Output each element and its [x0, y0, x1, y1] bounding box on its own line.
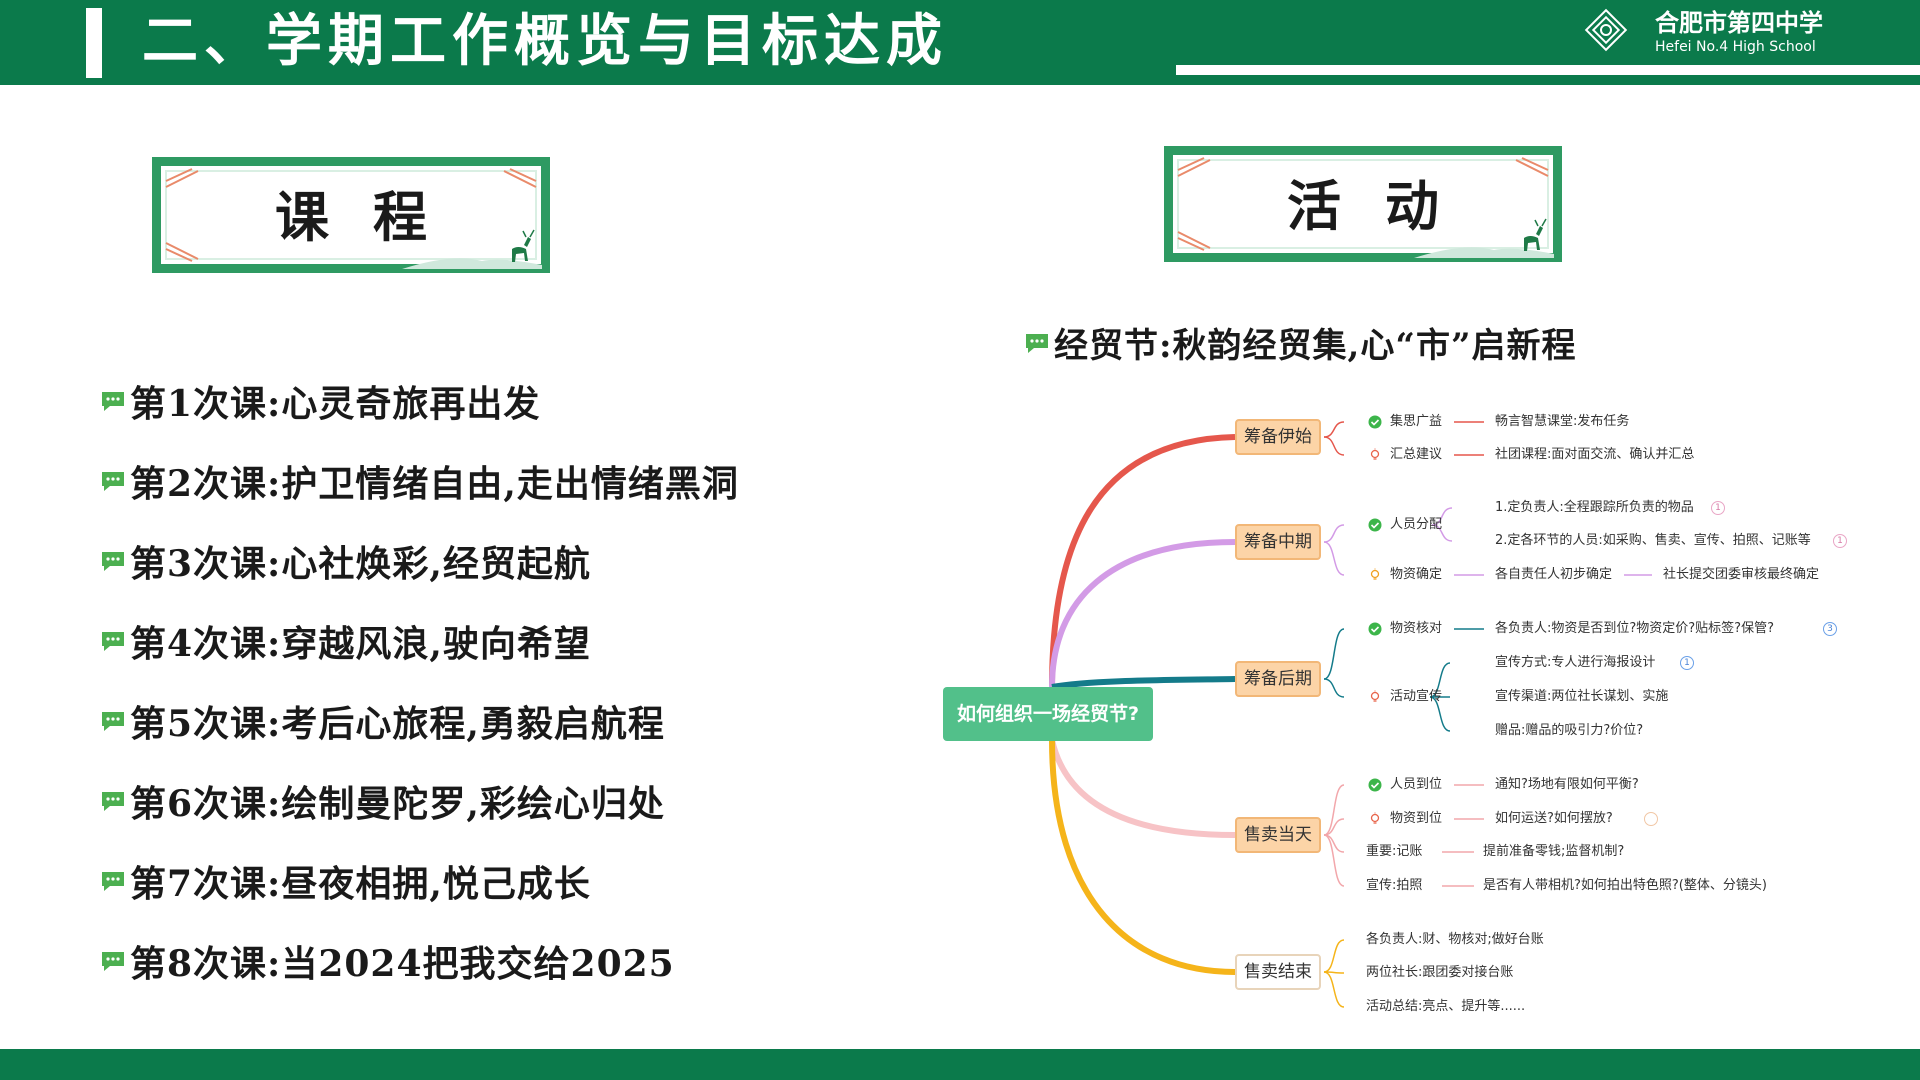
count-badge: 1	[1711, 501, 1725, 515]
empty-badge	[1644, 812, 1658, 826]
footer-bar	[0, 1049, 1920, 1080]
card-decoration-icon	[165, 168, 542, 269]
mind-map: 如何组织一场经贸节? 筹备伊始 筹备中期 筹备后期 售卖当天 售卖结束 集思广益…	[940, 400, 1847, 1030]
lesson-text: 第1次课:心灵奇旅再出发	[130, 383, 541, 425]
mind-map-detail: 是否有人带相机?如何拍出特色照?(整体、分镜头)	[1483, 878, 1767, 893]
lesson-text: 第3次课:心社焕彩,经贸起航	[130, 543, 591, 585]
mind-map-detail: 各自责任人初步确定	[1495, 567, 1613, 582]
chat-bubble-icon	[102, 792, 124, 811]
mind-map-item: 活动总结:亮点、提升等......	[1366, 999, 1526, 1014]
mind-map-detail: 宣传渠道:两位社长谋划、实施	[1495, 689, 1669, 704]
mind-map-detail: 社团课程:面对面交流、确认并汇总	[1495, 447, 1695, 462]
list-item: 第3次课:心社焕彩,经贸起航	[100, 536, 591, 586]
school-name-cn: 合肥市第四中学	[1655, 9, 1823, 37]
list-item: 第2次课:护卫情绪自由,走出情绪黑洞	[100, 456, 739, 506]
mind-map-detail: 宣传方式:专人进行海报设计	[1495, 655, 1656, 670]
bulb-icon	[1370, 448, 1380, 460]
activity-heading: 经贸节:秋韵经贸集,心“市”启新程	[1024, 318, 1577, 367]
mind-map-item: 两位社长:跟团委对接台账	[1366, 965, 1514, 980]
courses-card-label: 课程	[275, 185, 471, 249]
school-logo-icon	[1584, 8, 1628, 52]
list-item: 第5次课:考后心旅程,勇毅启航程	[100, 696, 665, 746]
school-name-en: Hefei No.4 High School	[1655, 39, 1816, 55]
list-item: 第8次课:当2024把我交给2025	[100, 936, 675, 986]
check-icon	[1368, 622, 1382, 636]
mind-map-detail: 2.定各环节的人员:如采购、售卖、宣传、拍照、记账等	[1495, 533, 1811, 548]
list-item: 第1次课:心灵奇旅再出发	[100, 376, 540, 426]
activities-card: 活动	[1164, 146, 1562, 262]
mind-map-branch: 筹备中期	[1235, 524, 1321, 560]
check-icon	[1368, 415, 1382, 429]
lesson-text: 第5次课:考后心旅程,勇毅启航程	[130, 703, 665, 745]
activities-card-label: 活动	[1287, 174, 1483, 238]
mind-map-item: 物资到位	[1390, 811, 1443, 826]
mind-map-root: 如何组织一场经贸节?	[943, 687, 1153, 741]
mind-map-detail: 社长提交团委审核最终确定	[1663, 567, 1820, 582]
mind-map-detail: 1.定负责人:全程跟踪所负责的物品	[1495, 500, 1694, 515]
lesson-text: 第8次课:当2024把我交给2025	[130, 943, 675, 985]
lesson-text: 第4次课:穿越风浪,驶向希望	[130, 623, 591, 665]
chat-bubble-icon	[1026, 333, 1048, 353]
mind-map-item: 人员分配	[1390, 517, 1443, 532]
mind-map-item: 人员到位	[1390, 777, 1443, 792]
chat-bubble-icon	[102, 872, 124, 891]
mind-map-item: 重要:记账	[1366, 844, 1423, 859]
check-icon	[1368, 518, 1382, 532]
card-decoration-icon	[1177, 157, 1554, 258]
courses-card: 课程	[152, 157, 550, 273]
chat-bubble-icon	[102, 392, 124, 411]
mind-map-item: 各负责人:财、物核对;做好台账	[1366, 932, 1544, 947]
mind-map-branch: 售卖结束	[1235, 954, 1321, 990]
bulb-icon	[1370, 812, 1380, 824]
mind-map-detail: 畅言智慧课堂:发布任务	[1495, 414, 1630, 429]
bulb-icon	[1370, 568, 1380, 580]
mind-map-detail: 赠品:赠品的吸引力?价位?	[1495, 723, 1644, 738]
header-bar: 二、学期工作概览与目标达成 合肥市第四中学 Hefei No.4 High Sc…	[0, 0, 1920, 85]
mind-map-item: 物资核对	[1390, 621, 1443, 636]
header-rule	[1176, 65, 1920, 75]
chat-bubble-icon	[102, 952, 124, 971]
lesson-text: 第7次课:昼夜相拥,悦己成长	[130, 863, 591, 905]
mind-map-detail: 通知?场地有限如何平衡?	[1495, 777, 1639, 792]
mind-map-item: 汇总建议	[1390, 447, 1443, 462]
mind-map-branch: 筹备后期	[1235, 661, 1321, 697]
mind-map-detail: 提前准备零钱;监督机制?	[1483, 844, 1625, 859]
activity-heading-text: 经贸节:秋韵经贸集,心“市”启新程	[1054, 326, 1577, 366]
chat-bubble-icon	[102, 552, 124, 571]
chat-bubble-icon	[102, 632, 124, 651]
count-badge: 3	[1823, 622, 1837, 636]
title-accent-bar	[86, 8, 102, 78]
list-item: 第7次课:昼夜相拥,悦己成长	[100, 856, 591, 906]
lesson-text: 第2次课:护卫情绪自由,走出情绪黑洞	[130, 463, 739, 505]
lesson-text: 第6次课:绘制曼陀罗,彩绘心归处	[130, 783, 665, 825]
count-badge: 1	[1680, 656, 1694, 670]
mind-map-item: 宣传:拍照	[1366, 878, 1423, 893]
mind-map-detail: 如何运送?如何摆放?	[1495, 811, 1613, 826]
mind-map-item: 物资确定	[1390, 567, 1443, 582]
mind-map-connectors	[1049, 421, 1652, 1008]
check-icon	[1368, 778, 1382, 792]
mind-map-item: 集思广益	[1390, 414, 1443, 429]
mind-map-branch: 筹备伊始	[1235, 419, 1321, 455]
list-item: 第6次课:绘制曼陀罗,彩绘心归处	[100, 776, 665, 826]
mind-map-detail: 各负责人:物资是否到位?物资定价?贴标签?保管?	[1495, 621, 1774, 636]
mind-map-branch: 售卖当天	[1235, 817, 1321, 853]
mind-map-item: 活动宣传	[1390, 689, 1443, 704]
page-title: 二、学期工作概览与目标达成	[142, 9, 948, 74]
chat-bubble-icon	[102, 472, 124, 491]
chat-bubble-icon	[102, 712, 124, 731]
count-badge: 1	[1833, 534, 1847, 548]
bulb-icon	[1370, 690, 1380, 702]
list-item: 第4次课:穿越风浪,驶向希望	[100, 616, 591, 666]
